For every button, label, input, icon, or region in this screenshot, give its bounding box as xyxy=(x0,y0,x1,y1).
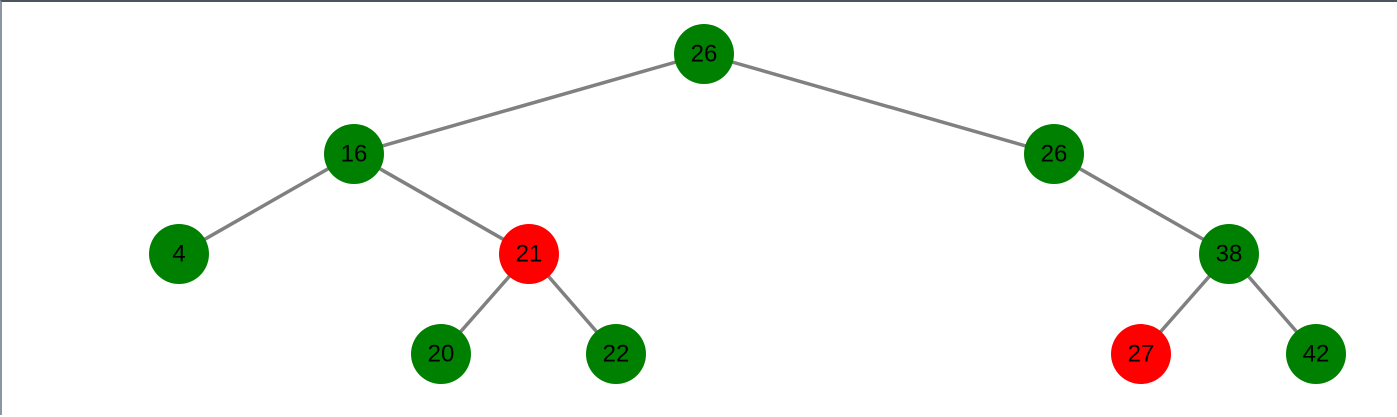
node-circle xyxy=(499,224,559,284)
node-circle xyxy=(586,324,646,384)
tree-node-4-black: 4 xyxy=(149,224,209,284)
tree-node-27-red: 27 xyxy=(1111,324,1171,384)
node-circle xyxy=(1286,324,1346,384)
tree-node-20-black: 20 xyxy=(411,324,471,384)
node-circle xyxy=(1024,124,1084,184)
node-label: 22 xyxy=(603,341,630,368)
node-circle xyxy=(149,224,209,284)
node-label: 16 xyxy=(341,141,368,168)
node-label: 26 xyxy=(1041,141,1068,168)
tree-node-42-black: 42 xyxy=(1286,324,1346,384)
node-circle xyxy=(1199,224,1259,284)
tree-node-26-black: 26 xyxy=(674,24,734,84)
tree-edge xyxy=(703,52,1055,156)
node-label: 20 xyxy=(428,341,455,368)
node-label: 21 xyxy=(516,241,543,268)
tree-node-21-red: 21 xyxy=(499,224,559,284)
tree-node-26-black: 26 xyxy=(1024,124,1084,184)
node-label: 38 xyxy=(1216,241,1243,268)
node-label: 42 xyxy=(1303,341,1330,368)
node-circle xyxy=(674,24,734,84)
tree-edge xyxy=(353,52,705,156)
tree-node-38-black: 38 xyxy=(1199,224,1259,284)
node-circle xyxy=(411,324,471,384)
tree-node-22-black: 22 xyxy=(586,324,646,384)
node-label: 4 xyxy=(172,241,185,268)
tree-edges xyxy=(178,52,1318,356)
tree-node-16-black: 16 xyxy=(324,124,384,184)
node-circle xyxy=(1111,324,1171,384)
tree-nodes: 26 16 26 4 21 38 20 22 27 42 xyxy=(149,24,1346,384)
node-label: 26 xyxy=(691,41,718,68)
node-label: 27 xyxy=(1128,341,1155,368)
tree-edge xyxy=(1053,152,1230,256)
tree-edge xyxy=(353,152,530,256)
node-circle xyxy=(324,124,384,184)
tree-edge xyxy=(178,152,355,256)
